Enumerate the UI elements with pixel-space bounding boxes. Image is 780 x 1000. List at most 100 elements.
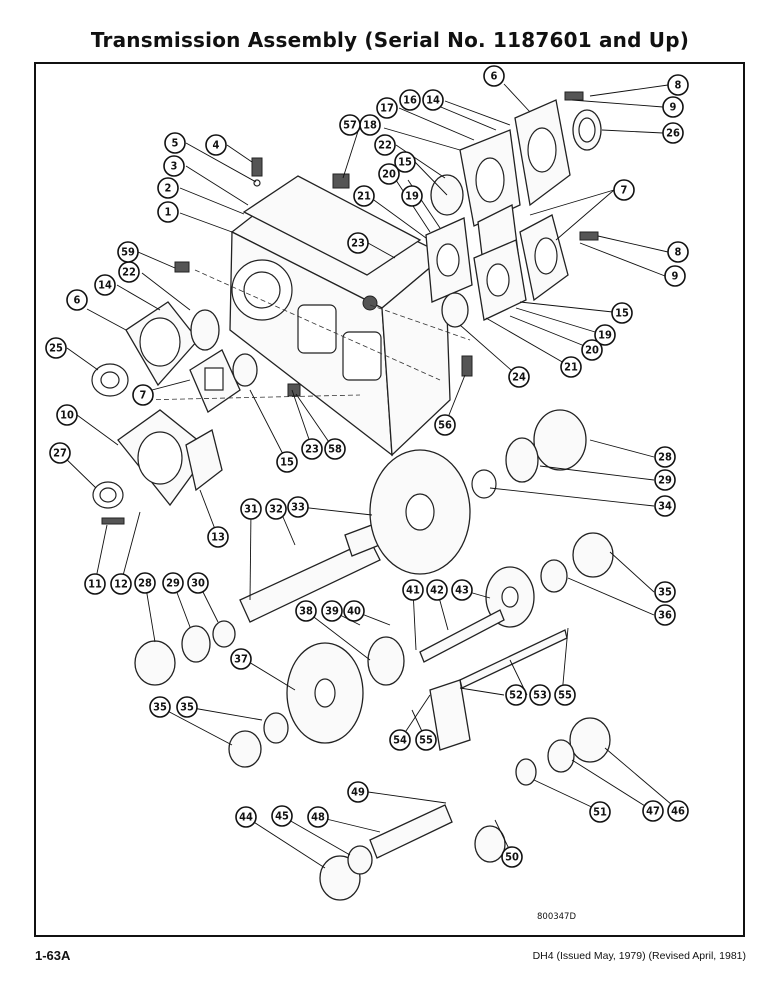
svg-text:44: 44 bbox=[239, 811, 253, 824]
callout-53: 53 bbox=[529, 684, 551, 706]
svg-text:10: 10 bbox=[60, 409, 74, 422]
callout-46: 46 bbox=[667, 800, 689, 822]
svg-text:13: 13 bbox=[211, 531, 225, 544]
callout-30: 30 bbox=[187, 572, 209, 594]
main-shaft bbox=[239, 519, 393, 623]
callout-12: 12 bbox=[110, 573, 132, 595]
svg-text:53: 53 bbox=[533, 689, 547, 702]
left-bearing-retainer-upper bbox=[125, 301, 199, 387]
callout-45: 45 bbox=[271, 805, 293, 827]
callout-22b: 22 bbox=[118, 261, 140, 283]
callout-40: 40 bbox=[343, 600, 365, 622]
left-bearing-retainer-lower bbox=[117, 409, 211, 507]
callout-33: 33 bbox=[287, 496, 309, 518]
svg-text:24: 24 bbox=[512, 371, 526, 384]
page-number: 1-63A bbox=[35, 948, 71, 963]
callout-5: 5 bbox=[164, 132, 186, 154]
svg-text:48: 48 bbox=[311, 811, 325, 824]
callout-2: 2 bbox=[157, 177, 179, 199]
callout-leaders bbox=[59, 83, 679, 869]
callout-42: 42 bbox=[426, 579, 448, 601]
right-bearing-retainer-upper bbox=[459, 99, 602, 227]
callout-14: 14 bbox=[422, 89, 444, 111]
callout-3: 3 bbox=[163, 155, 185, 177]
svg-text:36: 36 bbox=[658, 609, 672, 622]
callout-41: 41 bbox=[402, 579, 424, 601]
svg-text:32: 32 bbox=[269, 503, 283, 516]
svg-text:45: 45 bbox=[275, 810, 289, 823]
callout-52: 52 bbox=[505, 684, 527, 706]
svg-text:35: 35 bbox=[658, 586, 672, 599]
svg-text:54: 54 bbox=[393, 734, 407, 747]
svg-text:55: 55 bbox=[419, 734, 433, 747]
callout-17: 17 bbox=[376, 97, 398, 119]
svg-text:14: 14 bbox=[426, 94, 440, 107]
svg-text:7: 7 bbox=[140, 389, 147, 402]
svg-text:34: 34 bbox=[658, 500, 672, 513]
svg-text:19: 19 bbox=[405, 190, 419, 203]
svg-text:56: 56 bbox=[438, 419, 452, 432]
svg-text:28: 28 bbox=[138, 577, 152, 590]
callout-39: 39 bbox=[321, 600, 343, 622]
callout-35: 35 bbox=[654, 581, 676, 603]
callout-19b: 19 bbox=[594, 324, 616, 346]
callout-21b: 21 bbox=[560, 356, 582, 378]
top-cover bbox=[242, 175, 422, 276]
large-gear bbox=[369, 449, 471, 575]
svg-text:4: 4 bbox=[213, 139, 220, 152]
callout-28: 28 bbox=[654, 446, 676, 468]
publication-info: DH4 (Issued May, 1979) (Revised April, 1… bbox=[532, 950, 746, 962]
svg-text:21: 21 bbox=[357, 190, 371, 203]
callout-11: 11 bbox=[84, 573, 106, 595]
svg-text:15: 15 bbox=[615, 307, 629, 320]
callout-35c: 35 bbox=[176, 696, 198, 718]
svg-text:15: 15 bbox=[398, 156, 412, 169]
svg-text:29: 29 bbox=[658, 474, 672, 487]
callout-55b: 55 bbox=[415, 729, 437, 751]
svg-text:57: 57 bbox=[343, 119, 357, 132]
callout-47: 47 bbox=[642, 800, 664, 822]
svg-text:43: 43 bbox=[455, 584, 469, 597]
callout-49: 49 bbox=[347, 781, 369, 803]
svg-text:30: 30 bbox=[191, 577, 205, 590]
callout-24: 24 bbox=[508, 366, 530, 388]
callout-6: 6 bbox=[483, 65, 505, 87]
callout-25: 25 bbox=[45, 337, 67, 359]
callout-15c: 15 bbox=[276, 451, 298, 473]
callout-59: 59 bbox=[117, 241, 139, 263]
callout-9: 9 bbox=[662, 96, 684, 118]
svg-text:3: 3 bbox=[171, 160, 178, 173]
svg-text:50: 50 bbox=[505, 851, 519, 864]
callout-20: 20 bbox=[378, 163, 400, 185]
svg-text:9: 9 bbox=[670, 101, 677, 114]
callout-16: 16 bbox=[399, 89, 421, 111]
svg-text:1: 1 bbox=[165, 206, 172, 219]
svg-text:55: 55 bbox=[558, 689, 572, 702]
svg-text:7: 7 bbox=[621, 184, 628, 197]
callout-55: 55 bbox=[554, 684, 576, 706]
svg-text:58: 58 bbox=[328, 443, 342, 456]
callout-29b: 29 bbox=[162, 572, 184, 594]
callout-31: 31 bbox=[240, 498, 262, 520]
svg-text:22: 22 bbox=[122, 266, 136, 279]
callout-36: 36 bbox=[654, 604, 676, 626]
svg-text:46: 46 bbox=[671, 805, 685, 818]
callout-38: 38 bbox=[295, 600, 317, 622]
callout-4: 4 bbox=[205, 134, 227, 156]
callout-1: 1 bbox=[157, 201, 179, 223]
callout-23b: 23 bbox=[301, 438, 323, 460]
callout-8b: 8 bbox=[667, 241, 689, 263]
svg-text:8: 8 bbox=[675, 79, 682, 92]
svg-text:38: 38 bbox=[299, 605, 313, 618]
svg-text:8: 8 bbox=[675, 246, 682, 259]
callout-13: 13 bbox=[207, 526, 229, 548]
svg-text:11: 11 bbox=[88, 578, 102, 591]
callout-21: 21 bbox=[353, 185, 375, 207]
svg-text:20: 20 bbox=[382, 168, 396, 181]
callout-51: 51 bbox=[589, 801, 611, 823]
svg-text:14: 14 bbox=[98, 279, 112, 292]
svg-text:31: 31 bbox=[244, 503, 258, 516]
shift-shaft bbox=[369, 609, 568, 859]
callout-50: 50 bbox=[501, 846, 523, 868]
